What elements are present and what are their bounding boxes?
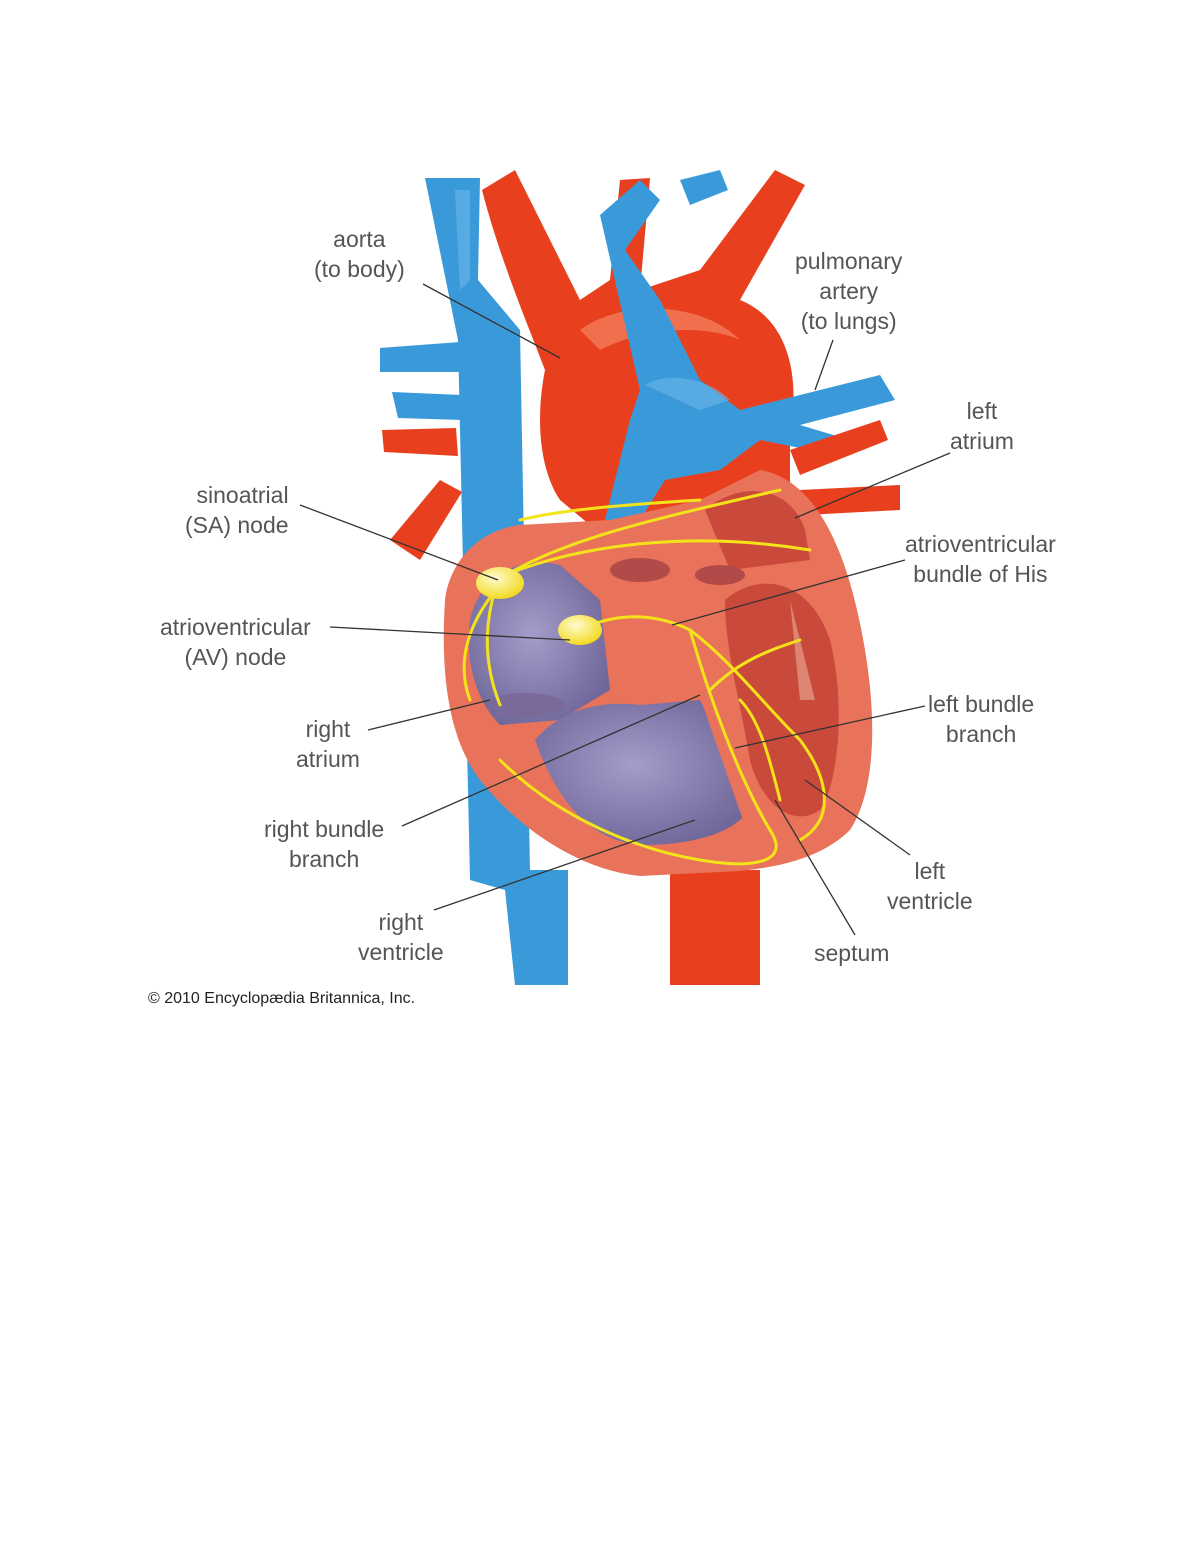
label-left-bundle-line1: left bundle	[928, 691, 1035, 717]
label-septum: septum	[814, 938, 889, 968]
label-bundle-his-line1: atrioventricular	[905, 531, 1056, 557]
label-left-atrium-line1: left	[966, 398, 998, 424]
label-right-ventricle: right ventricle	[358, 907, 444, 967]
label-left-atrium-line2: atrium	[950, 428, 1014, 454]
av-node-shape	[558, 615, 602, 645]
label-pulmonary-artery: pulmonary artery (to lungs)	[795, 246, 902, 336]
heart-body	[443, 470, 873, 876]
label-left-ventricle: left ventricle	[887, 856, 973, 916]
label-right-atrium-line2: atrium	[296, 746, 360, 772]
leader-bundle-his	[671, 559, 906, 626]
label-right-ventricle-line2: ventricle	[358, 939, 444, 965]
sa-node-shape	[476, 567, 524, 599]
label-sa-node-line1: sinoatrial	[196, 482, 289, 508]
leader-lines	[299, 283, 951, 936]
label-pulmonary-line2: artery	[819, 278, 879, 304]
label-right-ventricle-line1: right	[378, 909, 424, 935]
leader-right-bundle	[401, 694, 701, 827]
copyright-notice: © 2010 Encyclopædia Britannica, Inc.	[148, 990, 416, 1007]
label-right-atrium-line1: right	[305, 716, 351, 742]
pulmonary-artery	[600, 170, 895, 520]
label-av-node-line2: (AV) node	[184, 644, 287, 670]
label-av-node-line1: atrioventricular	[160, 614, 311, 640]
label-left-bundle-branch: left bundle branch	[928, 689, 1034, 749]
label-right-bundle-branch: right bundle branch	[264, 814, 384, 874]
label-pulmonary-line1: pulmonary	[795, 248, 903, 274]
label-septum-line1: septum	[814, 940, 890, 966]
label-left-ventricle-line2: ventricle	[887, 888, 973, 914]
left-red-vessels	[382, 428, 462, 560]
label-av-node: atrioventricular (AV) node	[160, 612, 311, 672]
leader-av-node	[329, 626, 571, 641]
label-right-atrium: right atrium	[296, 714, 360, 774]
label-right-bundle-line1: right bundle	[264, 816, 385, 842]
right-red-vessels	[790, 420, 900, 515]
label-left-ventricle-line1: left	[914, 858, 946, 884]
label-sa-node: sinoatrial (SA) node	[185, 480, 289, 540]
label-left-atrium: left atrium	[950, 396, 1014, 456]
label-aorta-line2: (to body)	[314, 256, 405, 282]
leader-right-atrium	[367, 699, 491, 731]
label-bundle-of-his: atrioventricular bundle of His	[905, 529, 1056, 589]
leader-right-ventricle	[433, 819, 696, 911]
leader-left-atrium	[794, 452, 951, 519]
leader-pulmonary	[814, 339, 834, 391]
leader-septum	[774, 799, 856, 936]
label-sa-node-line2: (SA) node	[185, 512, 289, 538]
label-pulmonary-line3: (to lungs)	[800, 308, 897, 334]
leader-aorta	[422, 283, 561, 359]
label-left-bundle-line2: branch	[945, 721, 1017, 747]
label-right-bundle-line2: branch	[288, 846, 360, 872]
label-aorta-line1: aorta	[333, 226, 386, 252]
label-aorta: aorta (to body)	[314, 224, 405, 284]
label-bundle-his-line2: bundle of His	[913, 561, 1048, 587]
leader-left-ventricle	[804, 779, 911, 856]
leader-sa-node	[299, 504, 499, 581]
leader-left-bundle	[734, 705, 926, 749]
